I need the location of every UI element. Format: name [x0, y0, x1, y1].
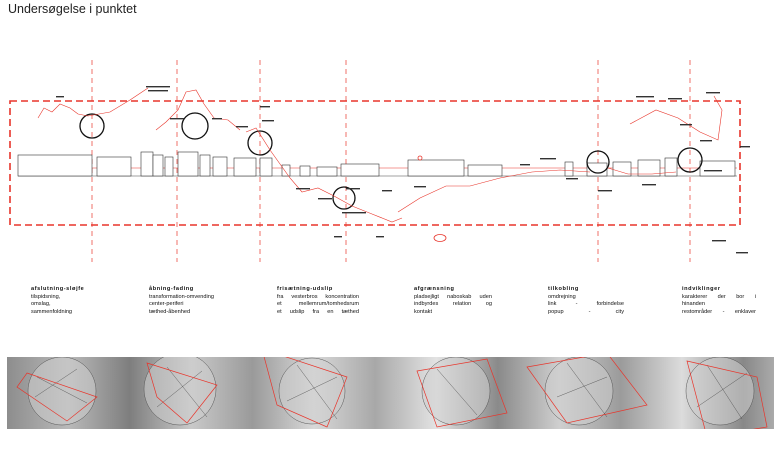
- caption-line: hinanden: [682, 301, 706, 308]
- caption-heading: tilkobling: [548, 286, 579, 292]
- caption-line: popup - city: [548, 308, 624, 315]
- caption-heading: frisætning-udslip: [277, 286, 333, 292]
- collage-overlay: [16, 357, 768, 429]
- photo-collage-strip: [7, 357, 774, 429]
- caption-afgraensning: afgrænsning pladsejligt naboskab uden in…: [414, 286, 492, 316]
- caption-line: pladsejligt naboskab uden: [414, 293, 492, 300]
- caption-indviklinger: indviklinger karakterer der bor i hinand…: [682, 286, 756, 316]
- caption-line: restområder - enklaver: [682, 308, 756, 315]
- caption-aabning: åbning-fading transformation-omvending c…: [149, 286, 227, 316]
- caption-line: transformation-omvending: [149, 293, 214, 300]
- caption-line: kontakt: [414, 308, 433, 315]
- walked-routes: [37, 87, 723, 223]
- caption-line: tæthed-åbenhed: [149, 308, 191, 315]
- caption-line: sammenfoldning: [31, 308, 73, 315]
- caption-line: omslag,: [31, 301, 51, 308]
- collage-red-lines: [16, 357, 768, 429]
- caption-line: et udslip fra en tæthed: [277, 308, 359, 315]
- building-elevations: [17, 151, 736, 177]
- caption-frisaetning: frisætning-udslip fra vesterbros koncent…: [277, 286, 359, 316]
- caption-heading: åbning-fading: [149, 286, 194, 292]
- caption-afslutning: afslutning-sløjfe tilspidsning, omslag, …: [31, 286, 104, 316]
- caption-line: fra vesterbros koncentration: [277, 293, 359, 300]
- investigation-circles: [79, 112, 703, 210]
- caption-tilkobling: tilkobling omdrejning link - forbindelse…: [548, 286, 624, 316]
- caption-line: indbyrdes relation og: [414, 301, 492, 308]
- red-markers: [417, 155, 447, 242]
- caption-line: omdrejning: [548, 293, 576, 300]
- annotation-marks: [56, 86, 750, 254]
- page-title: Undersøgelse i punktet: [8, 2, 137, 16]
- caption-line: karakterer der bor i: [682, 293, 756, 300]
- caption-line: tilspidsning,: [31, 293, 61, 300]
- collage-line-texture: [34, 362, 748, 420]
- caption-line: center-periferi: [149, 301, 184, 308]
- caption-line: et mellemrum/tomhedsrum: [277, 301, 359, 308]
- caption-heading: afgrænsning: [414, 286, 455, 292]
- collage-circles: [27, 357, 755, 426]
- caption-line: link - forbindelse: [548, 301, 624, 308]
- caption-heading: afslutning-sløjfe: [31, 286, 85, 292]
- study-area-boundary: [9, 100, 741, 226]
- caption-heading: indviklinger: [682, 286, 721, 292]
